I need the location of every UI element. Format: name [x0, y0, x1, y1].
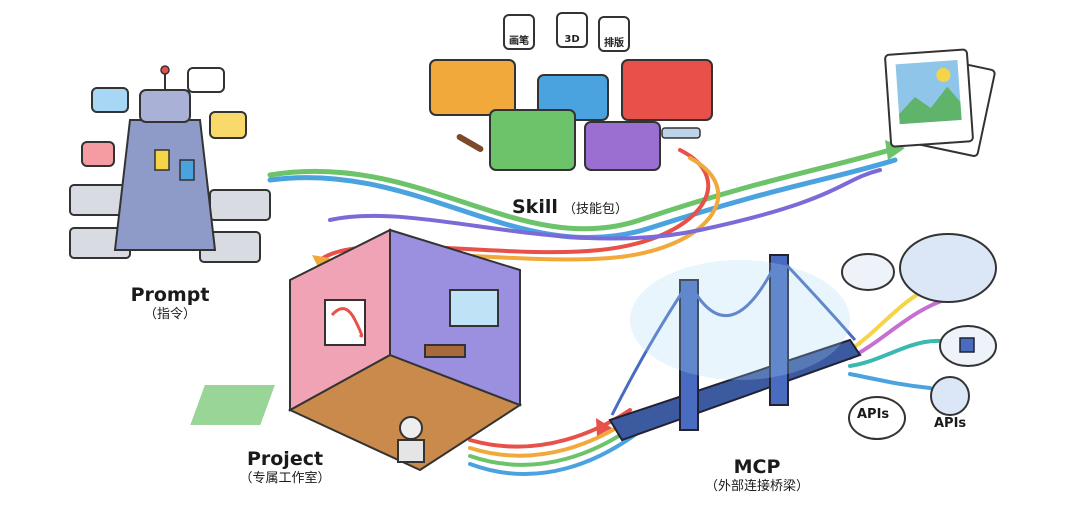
desk — [424, 344, 466, 358]
ribbon-project-return — [328, 168, 882, 241]
project-label: Project （专属工作室） — [215, 448, 355, 488]
skill-tag-layout: 排版 — [598, 16, 630, 52]
prompt-title: Prompt — [130, 284, 210, 306]
project-subtitle: （专属工作室） — [239, 471, 331, 486]
skill-tag-3d: 3D — [556, 12, 588, 48]
ribbon-mcp-to-api — [848, 372, 932, 390]
marker-prop — [661, 127, 701, 139]
bridge-cable-1 — [610, 281, 691, 416]
arrowhead-image — [885, 140, 905, 160]
antenna-tip — [160, 65, 170, 75]
tower-top — [139, 89, 191, 123]
toolbox-green — [489, 109, 576, 171]
toolbox-red — [621, 59, 713, 121]
speech-bubble-1 — [91, 87, 129, 113]
gear-icon — [930, 376, 970, 416]
prompt-label: Prompt （指令） — [110, 284, 230, 324]
speech-bubble-3 — [209, 111, 247, 139]
tower-window-1 — [154, 149, 170, 171]
arrowhead-mcp — [596, 418, 612, 436]
ribbon-prompt-to-image — [267, 147, 893, 232]
room-window — [449, 289, 499, 327]
tower-window-2 — [179, 159, 195, 181]
skill-subtitle: （技能包） — [562, 202, 628, 217]
mcp-bridge — [608, 254, 862, 442]
prompt-subtitle: （指令） — [143, 307, 196, 322]
cloud-small — [841, 253, 895, 291]
speech-bubble-4 — [81, 141, 115, 167]
skill-tag-brush-label: 画笔 — [509, 36, 529, 47]
cloud-large — [899, 233, 997, 303]
speech-bubble-2 — [187, 67, 225, 93]
skill-title: Skill — [512, 196, 558, 218]
ribbon-prompt-to-image-2 — [267, 157, 898, 241]
project-room — [190, 228, 523, 472]
bridge-tower-left — [679, 279, 699, 431]
skill-tag-3d-label: 3D — [564, 34, 580, 45]
prompt-tower — [69, 65, 271, 263]
cloud-cube-icon — [959, 337, 975, 353]
tower-body — [113, 119, 217, 251]
skill-toolboxes — [429, 59, 713, 171]
project-title: Project — [246, 448, 324, 470]
paintbrush-prop — [456, 134, 484, 152]
skill-tag-layout-label: 排版 — [604, 38, 624, 49]
canvas-swirl — [330, 307, 364, 338]
bridge-glow — [630, 260, 850, 380]
rug — [190, 385, 275, 425]
image-output — [884, 48, 996, 157]
bridge-tower-right — [769, 254, 789, 406]
photo-hills — [899, 86, 962, 125]
api-label-2: APIs — [934, 416, 967, 431]
ribbon-to-mcp-4 — [468, 432, 638, 476]
api-label-1: APIs — [857, 407, 890, 422]
mcp-label: MCP （外部连接桥梁） — [672, 456, 842, 496]
mcp-subtitle: （外部连接桥梁） — [704, 479, 809, 494]
mcp-title: MCP — [733, 456, 781, 478]
bridge-cable-3 — [777, 255, 857, 341]
toolbox-purple — [584, 121, 661, 171]
easel-canvas — [324, 299, 366, 346]
skill-label: Skill （技能包） — [512, 196, 628, 218]
bridge-cable-2 — [687, 256, 781, 317]
keyboard-right — [209, 189, 271, 221]
skill-tag-brush: 画笔 — [503, 14, 535, 50]
ribbon-mcp-to-cloud-2 — [848, 296, 952, 360]
api-bubble-left — [848, 396, 906, 440]
flow-ribbons — [267, 140, 962, 476]
toolbox-orange — [429, 59, 516, 116]
bust-base — [397, 439, 425, 463]
photo-sun — [936, 68, 951, 83]
cloud-group — [841, 233, 997, 367]
bust-head — [399, 416, 423, 440]
